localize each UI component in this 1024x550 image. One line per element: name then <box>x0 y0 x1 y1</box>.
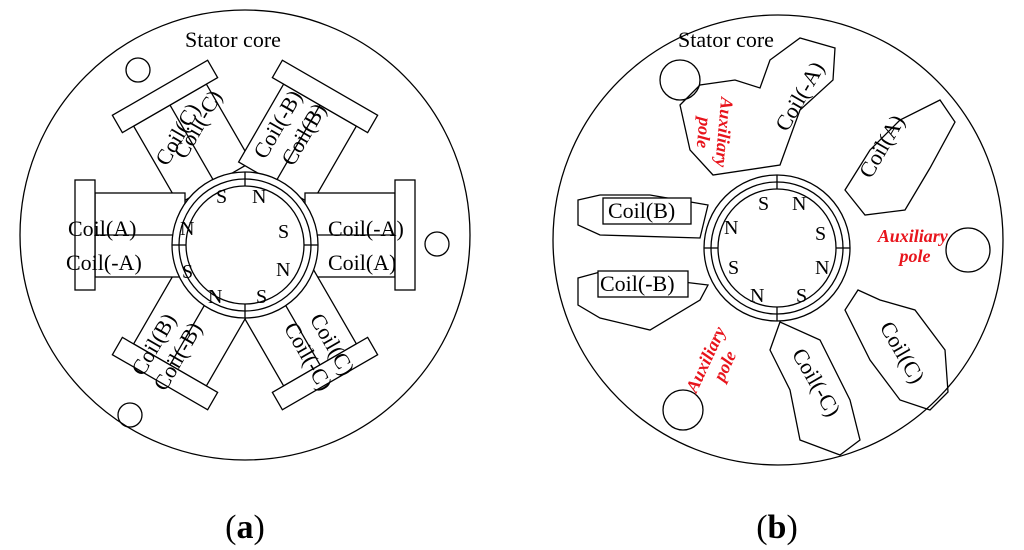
svg-text:N: N <box>750 285 764 307</box>
coil-label: Coil(A) <box>854 110 910 182</box>
rotor-b <box>703 174 851 322</box>
coil-label: Coil(-A) <box>770 57 830 135</box>
svg-text:S: S <box>815 223 826 245</box>
panel-a: Stator core Coil(C) Coil(-C) Coil(-B) Co… <box>19 9 471 546</box>
coil-label: Coil(A) <box>68 216 136 241</box>
small-hole-a3 <box>117 402 143 428</box>
panel-b: Stator core Coil(-A) Coil(A) Coil(B) Coi… <box>552 14 1004 546</box>
svg-text:S: S <box>256 286 267 308</box>
small-hole-a1 <box>125 57 151 83</box>
caption-b: (b) <box>756 509 798 546</box>
svg-text:S: S <box>796 285 807 307</box>
stator-outer-a <box>19 9 471 461</box>
svg-text:S: S <box>728 257 739 279</box>
svg-text:S: S <box>182 261 193 283</box>
coil-label: Coil(B) <box>608 198 675 223</box>
coil-label: Coil(-A) <box>66 250 142 275</box>
stator-outer-b <box>552 14 1004 466</box>
stator-label-b: Stator core <box>678 27 774 52</box>
svg-text:S: S <box>758 193 769 215</box>
svg-text:N: N <box>792 193 806 215</box>
svg-text:N: N <box>180 218 194 240</box>
svg-text:N: N <box>276 259 290 281</box>
svg-text:S: S <box>278 221 289 243</box>
coil-label: Coil(-B) <box>600 271 675 296</box>
coil-label: Coil(-A) <box>328 216 404 241</box>
rotor-a <box>171 171 319 319</box>
coil-boxes-b <box>597 197 692 298</box>
auxiliary-pole-top: Auxiliary pole <box>691 94 737 173</box>
svg-text:N: N <box>724 217 738 239</box>
svg-text:N: N <box>208 286 222 308</box>
auxiliary-pole-right: Auxiliary pole <box>877 226 953 266</box>
coil-label: Coil(-C) <box>787 344 846 421</box>
coil-label: Coil(A) <box>328 250 396 275</box>
svg-text:S: S <box>216 186 227 208</box>
svg-text:N: N <box>252 186 266 208</box>
rotor-magnets-b: S N S N S N S N <box>724 193 829 307</box>
svg-text:N: N <box>815 257 829 279</box>
caption-a: (a) <box>225 509 265 546</box>
small-hole-a2 <box>424 231 450 257</box>
stator-label-a: Stator core <box>185 27 281 52</box>
auxiliary-pole-bottom: Auxiliary pole <box>681 319 749 404</box>
rotor-magnets-a: S N S N S N S N <box>180 186 290 308</box>
